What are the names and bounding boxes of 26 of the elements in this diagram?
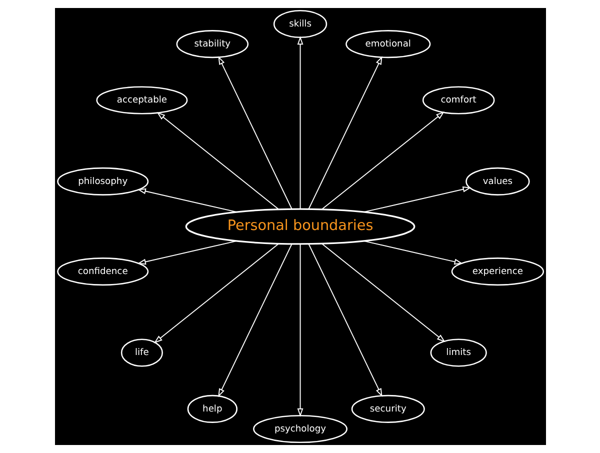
node-ellipse: emotional xyxy=(345,30,430,58)
arrow xyxy=(320,111,444,210)
node-ellipse: help xyxy=(186,394,237,423)
arrow xyxy=(308,244,382,397)
node-ellipse: life xyxy=(120,338,162,367)
node-ellipse: security xyxy=(350,394,424,423)
node-ellipse: acceptable xyxy=(96,86,188,114)
arrow xyxy=(363,240,462,265)
node-ellipse: Personal boundaries xyxy=(184,208,415,245)
arrow xyxy=(218,244,292,398)
arrow xyxy=(136,240,236,265)
node-ellipse: skills xyxy=(272,10,327,38)
arrow xyxy=(218,56,292,210)
node-ellipse: limits xyxy=(430,338,486,367)
node-ellipse: values xyxy=(465,167,530,196)
node-ellipse: psychology xyxy=(252,414,347,444)
arrow xyxy=(156,112,279,210)
arrow xyxy=(363,186,471,212)
node-ellipse: comfort xyxy=(422,86,494,114)
arrow xyxy=(153,243,279,344)
arrow xyxy=(308,56,382,210)
node-ellipse: stability xyxy=(176,30,248,58)
arrow xyxy=(296,244,303,417)
arrow xyxy=(136,188,236,212)
arrow xyxy=(320,243,445,342)
arrow xyxy=(296,36,303,210)
